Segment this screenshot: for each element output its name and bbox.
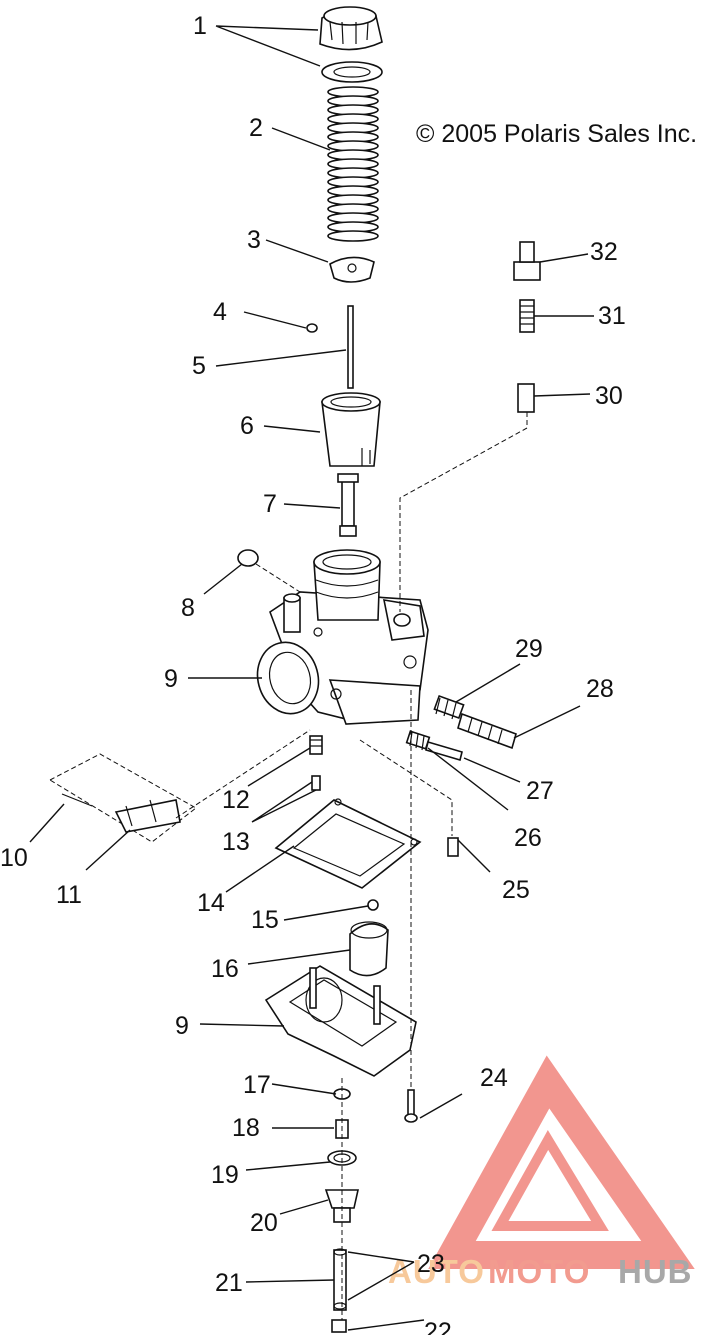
callout-12: 12: [222, 786, 250, 814]
watermark-logo: AUTO MOTO HUB: [388, 1055, 695, 1290]
callout-28: 28: [586, 675, 614, 703]
assembly-line-fitting: [359, 739, 453, 836]
callout-15: 15: [251, 906, 279, 934]
callout-9a: 9: [164, 665, 178, 693]
watermark-triangle-inner: [491, 1130, 609, 1231]
copyright-text: © 2005 Polaris Sales Inc.: [416, 120, 698, 148]
part-30-fitting: [517, 383, 535, 413]
watermark-auto: AUTO: [388, 1253, 485, 1290]
part-24-screw: [404, 1089, 418, 1123]
callout-25: 25: [502, 876, 530, 904]
part-32-adjuster: [513, 241, 541, 281]
part-8-plug: [237, 549, 259, 567]
part-3-plate: [329, 256, 375, 283]
part-29-spring: [433, 694, 465, 720]
callout-31: 31: [598, 302, 626, 330]
part-12-pilot-jet: [309, 735, 323, 755]
callout-18: 18: [232, 1114, 260, 1142]
part-22-cap: [331, 1319, 347, 1333]
part-13-jet: [311, 775, 321, 791]
callout-24: 24: [480, 1064, 508, 1092]
callout-21: 21: [215, 1269, 243, 1297]
callout-14: 14: [197, 889, 225, 917]
part-9-carb-body: [256, 549, 429, 725]
callout-32: 32: [590, 238, 618, 266]
part-5-needle: [347, 305, 354, 389]
part-31-spring: [519, 299, 535, 333]
assembly-line-cable: [399, 412, 528, 612]
callout-9b: 9: [175, 1012, 189, 1040]
part-6-slide: [321, 392, 381, 467]
part-15-valve: [367, 899, 379, 911]
callout-5: 5: [192, 352, 206, 380]
callout-2: 2: [249, 114, 263, 142]
callout-1: 1: [193, 12, 207, 40]
callout-numbers: 1 2 3 4 5 6 7 8 9 10 11 12 13 14 15 16 9…: [0, 12, 626, 1335]
part-27-screw: [425, 740, 463, 762]
leader-lines: [29, 25, 594, 1331]
callout-4: 4: [213, 298, 227, 326]
callout-7: 7: [263, 490, 277, 518]
part-26-spring: [405, 730, 431, 751]
callout-13: 13: [222, 828, 250, 856]
assembly-line-gasket: [175, 729, 311, 819]
part-21-tube: [333, 1248, 347, 1311]
part-2-spring: [327, 86, 379, 242]
callout-27: 27: [526, 777, 554, 805]
callout-11: 11: [56, 881, 82, 909]
part-4-clip: [306, 323, 318, 333]
part-1-cap: [319, 6, 383, 51]
callout-6: 6: [240, 412, 254, 440]
callout-8: 8: [181, 594, 195, 622]
assembly-line-plug: [255, 563, 301, 593]
part-28-idle-screw: [457, 712, 517, 750]
watermark-moto: MOTO: [488, 1253, 590, 1290]
watermark-hub: HUB: [618, 1253, 693, 1290]
callout-29: 29: [515, 635, 543, 663]
callout-17: 17: [243, 1071, 271, 1099]
callout-20: 20: [250, 1209, 278, 1237]
callout-3: 3: [247, 226, 261, 254]
part-9-float-bowl: [264, 965, 417, 1077]
callout-10: 10: [0, 844, 28, 872]
part-7-needle-jet: [337, 473, 359, 537]
part-25-fitting: [447, 837, 459, 857]
callout-16: 16: [211, 955, 239, 983]
spring-coil: [327, 230, 379, 242]
part-10-gasket: [48, 753, 197, 843]
watermark-triangle-outer: [428, 1055, 695, 1269]
callout-26: 26: [514, 824, 542, 852]
callout-19: 19: [211, 1161, 239, 1189]
callout-23: 23: [417, 1250, 445, 1278]
part-16-float: [349, 921, 389, 977]
callout-22: 22: [424, 1318, 452, 1335]
part-11-bracket: [114, 799, 181, 833]
callout-30: 30: [595, 382, 623, 410]
part-1-gasket: [321, 61, 383, 83]
part-14-bowl-gasket: [274, 798, 422, 889]
